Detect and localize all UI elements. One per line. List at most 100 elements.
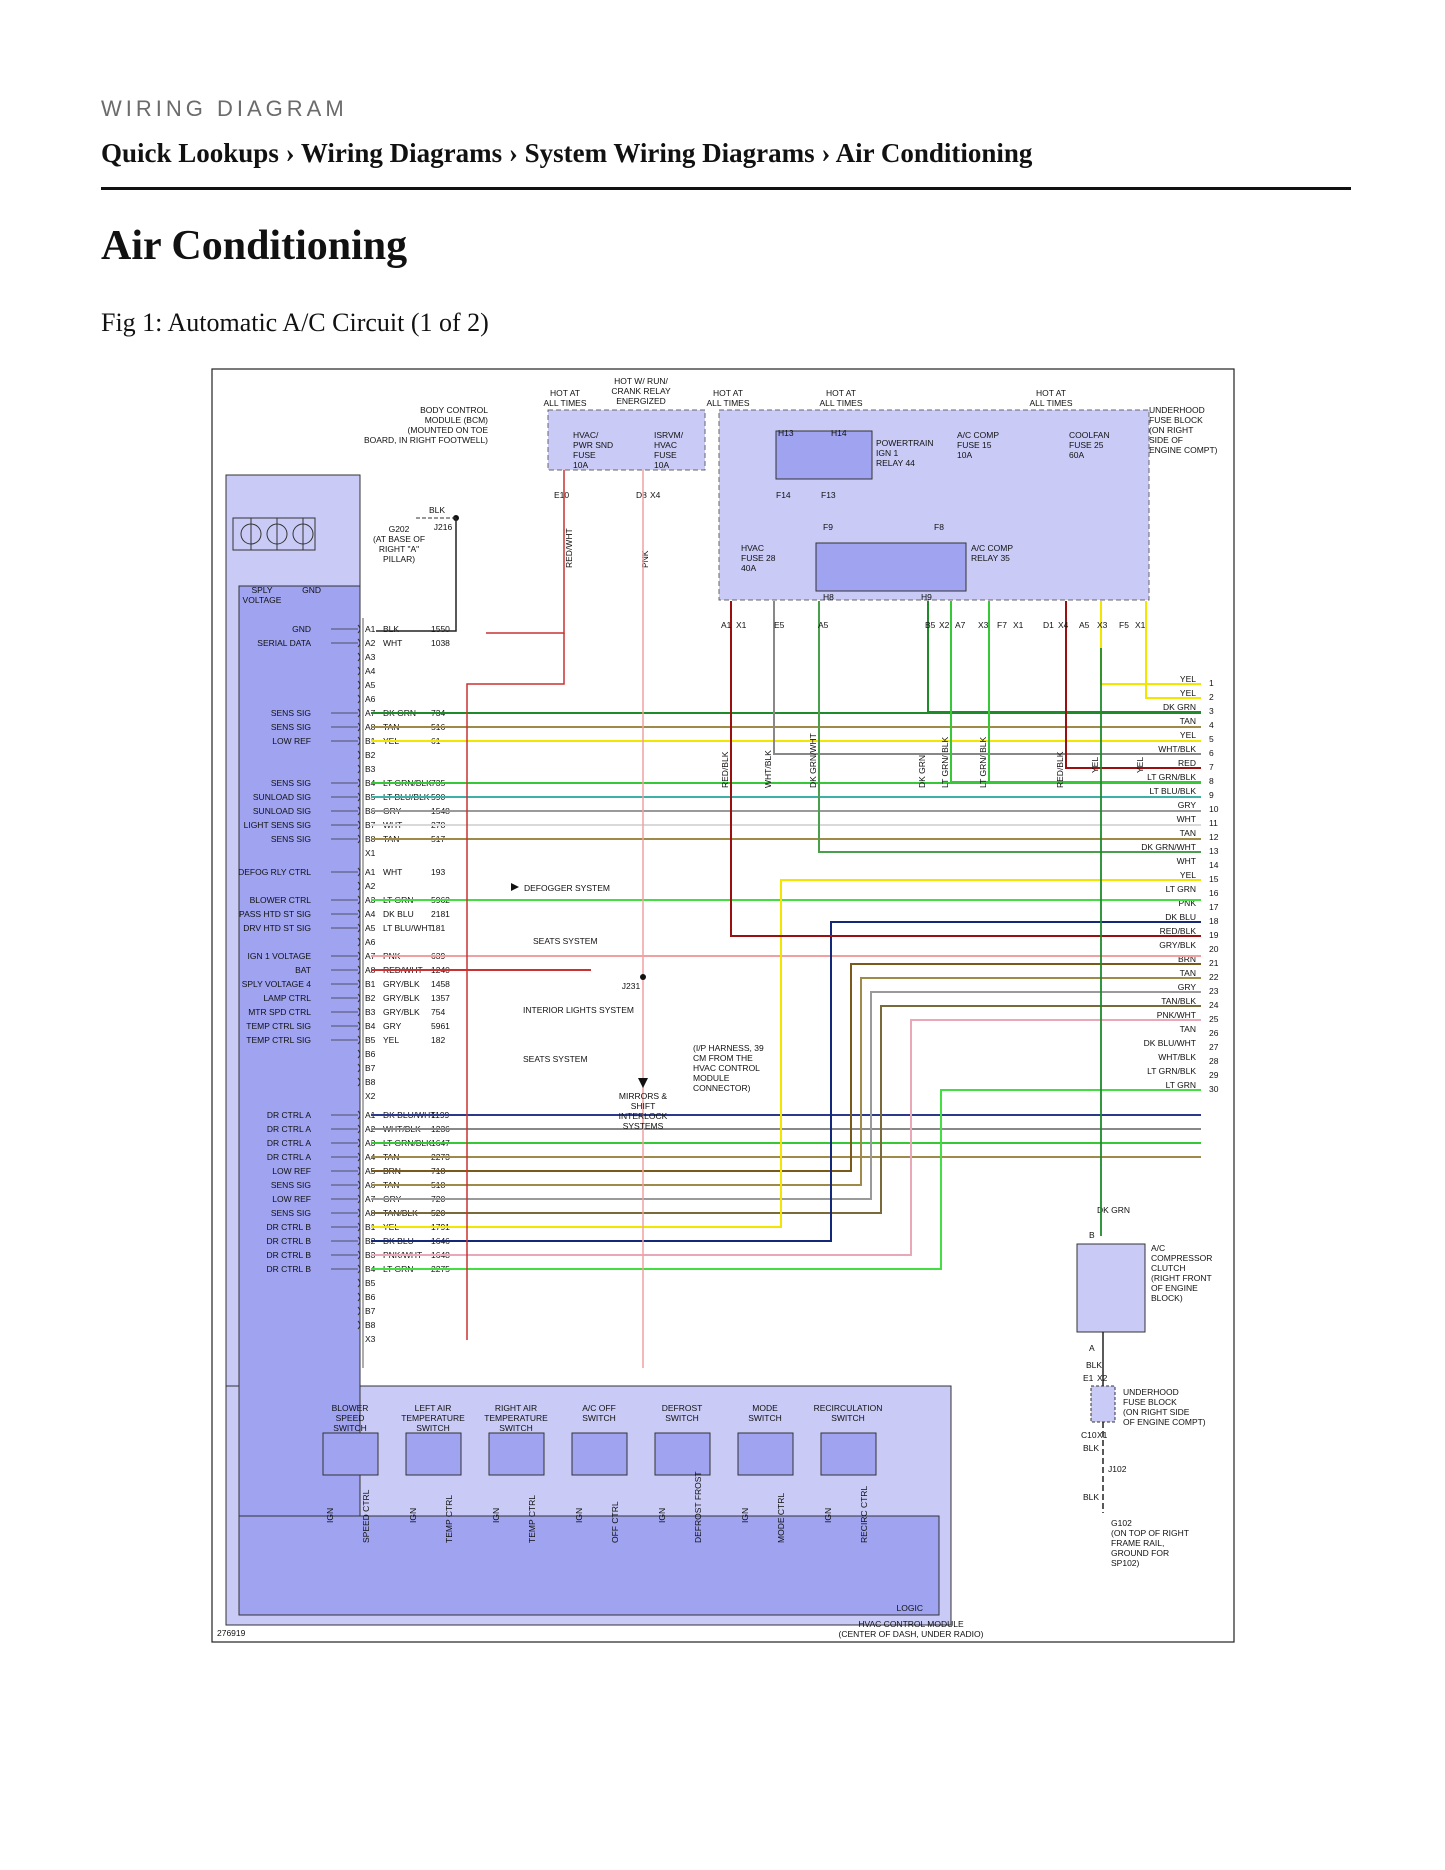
connector-label: X3 <box>365 1334 376 1344</box>
pin-label: B5 <box>365 792 376 802</box>
underhood-small <box>1090 1385 1116 1423</box>
pin-label: X3 <box>978 620 989 630</box>
circuit-number: 1550 <box>431 624 450 634</box>
wire-vertical <box>730 601 1201 937</box>
fuse-label: PWR SND <box>573 440 613 450</box>
mirrors-label: SYSTEMS <box>623 1121 664 1131</box>
g202-label: G202 <box>389 524 410 534</box>
connector-id: F8 <box>934 522 944 532</box>
pin-label: X1 <box>1013 620 1024 630</box>
wire-color-right: TAN <box>1180 1024 1196 1034</box>
pin-label: D1 <box>1043 620 1054 630</box>
wire-color-right: DK GRN <box>1163 702 1196 712</box>
pin-symbol <box>357 937 361 947</box>
hot-label: ALL TIMES <box>707 398 750 408</box>
pin-label: A8 <box>365 722 376 732</box>
vertical-wire-label: DK GRN/WHT <box>808 733 818 788</box>
connector-id: H13 <box>778 428 794 438</box>
switch-label: SWITCH <box>416 1423 450 1433</box>
wire-color-right: YEL <box>1180 730 1196 740</box>
pin-symbol <box>357 1007 361 1017</box>
wire-lt-grn <box>371 1089 1201 1270</box>
splice-j231 <box>640 974 646 980</box>
breadcrumb-wiring-diagrams[interactable]: Wiring Diagrams <box>300 138 503 168</box>
wire-color: WHT <box>383 867 402 877</box>
pin-symbol <box>357 666 361 676</box>
pin-symbol <box>357 965 361 975</box>
pin-function: LAMP CTRL <box>263 993 311 1003</box>
pin-function: TEMP CTRL SIG <box>246 1021 311 1031</box>
g102-label: GROUND FOR <box>1111 1548 1169 1558</box>
bcm-box <box>547 409 706 471</box>
pin-symbol <box>357 993 361 1003</box>
wire-number: 8 <box>1209 776 1214 786</box>
pin-label: B2 <box>365 993 376 1003</box>
wire-number: 1 <box>1209 678 1214 688</box>
wire-number: 22 <box>1209 972 1219 982</box>
connector-id: X4 <box>650 490 661 500</box>
connector-id: H9 <box>921 592 932 602</box>
wire-color-right: PNK <box>1179 898 1197 908</box>
pin-symbol <box>357 708 361 718</box>
breadcrumb-quick-lookups[interactable]: Quick Lookups <box>101 138 279 168</box>
wire-color-right: TAN <box>1180 828 1196 838</box>
g202-label: PILLAR) <box>383 554 415 564</box>
module-inner-bottom <box>238 1515 940 1616</box>
breadcrumb-separator: › <box>502 138 525 168</box>
pin-symbol <box>357 792 361 802</box>
switch-label: SWITCH <box>499 1423 533 1433</box>
vertical-wire-label: LT GRN/ BLK <box>940 736 950 788</box>
vertical-wire-label: DK GRN <box>917 755 927 788</box>
fuse-label: COOLFAN <box>1069 430 1110 440</box>
wire-color-right: LT GRN <box>1166 884 1196 894</box>
pin-label: X1 <box>1135 620 1146 630</box>
breadcrumb-system-wiring-diagrams[interactable]: System Wiring Diagrams <box>524 138 815 168</box>
pin-symbol <box>357 1152 361 1162</box>
pin-label: B4 <box>365 1021 376 1031</box>
fuse-label: 10A <box>573 460 588 470</box>
wire-vertical <box>773 601 1201 755</box>
hot-label: HOT AT <box>713 388 743 398</box>
pin-symbol <box>357 1306 361 1316</box>
circuit-number: 193 <box>431 867 445 877</box>
pin-function: MTR SPD CTRL <box>248 1007 311 1017</box>
switch-label: TEMPERATURE <box>401 1413 465 1423</box>
pin-symbol <box>357 1180 361 1190</box>
wire-color: BLK <box>1083 1492 1099 1502</box>
switch-label: MODE <box>752 1403 778 1413</box>
module-title: HVAC CONTROL MODULE <box>858 1619 964 1629</box>
wire-color: DK GRN <box>1097 1205 1130 1215</box>
pin-function: DR CTRL A <box>267 1124 311 1134</box>
wire-number: 10 <box>1209 804 1219 814</box>
g102-label: FRAME RAIL, <box>1111 1538 1164 1548</box>
pin-label: B7 <box>365 820 376 830</box>
pin-label: A3 <box>365 895 376 905</box>
underhood-label: FUSE BLOCK <box>1149 415 1203 425</box>
pin-label: B3 <box>365 1250 376 1260</box>
breadcrumb-separator: › <box>278 138 301 168</box>
wire-color-right: YEL <box>1180 688 1196 698</box>
pin-symbol <box>357 881 361 891</box>
wire-color-right: DK GRN/WHT <box>1141 842 1196 852</box>
vertical-wire-label: RED/BLK <box>720 751 730 788</box>
fuse-label: 40A <box>741 563 756 573</box>
switch-pin-label: IGN <box>574 1508 584 1523</box>
wire-color: GRY/BLK <box>383 993 420 1003</box>
fuse-label: 10A <box>654 460 669 470</box>
wire-vertical <box>1145 601 1201 699</box>
fuse-label: HVAC <box>654 440 677 450</box>
wire-number: 17 <box>1209 902 1219 912</box>
switch-label: LEFT AIR <box>415 1403 452 1413</box>
pin-function: DR CTRL B <box>266 1250 311 1260</box>
wire-number: 11 <box>1209 818 1218 828</box>
wire-color-right: LT BLU/BLK <box>1150 786 1197 796</box>
wire-number: 16 <box>1209 888 1219 898</box>
wire-blk-gnd <box>376 518 457 632</box>
fuse-label: FUSE 25 <box>1069 440 1104 450</box>
underhood-label: (ON RIGHT <box>1149 425 1193 435</box>
wire-brn <box>371 963 1201 1172</box>
connector-id: F13 <box>821 490 836 500</box>
switch-pin-label: TEMP CTRL <box>527 1495 537 1543</box>
pin-label: B4 <box>365 1264 376 1274</box>
switch-label: RIGHT AIR <box>495 1403 537 1413</box>
